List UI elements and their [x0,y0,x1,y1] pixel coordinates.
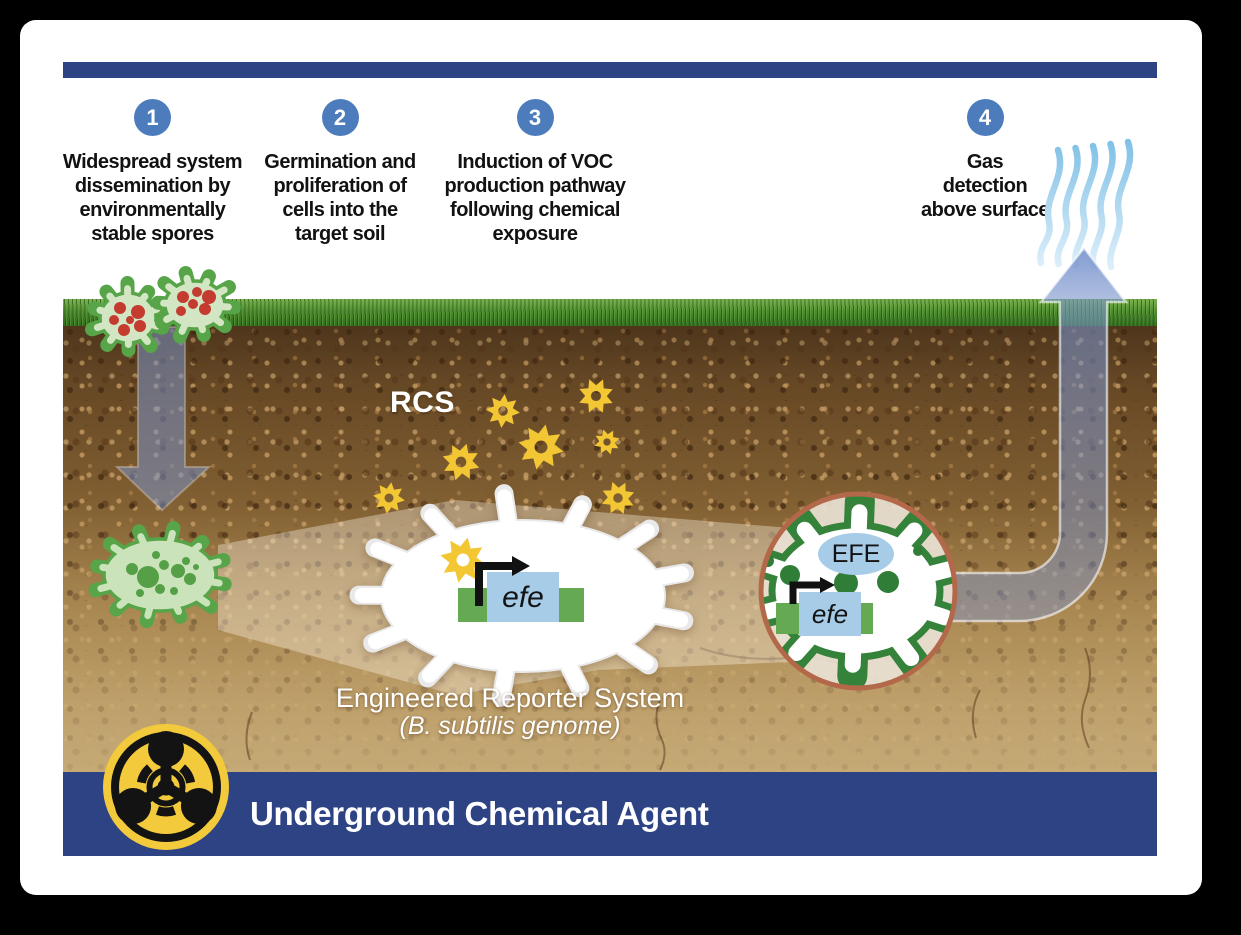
step-1: 1 Widespread system dissemination by env… [60,99,245,246]
step-4: 4 Gas detection above surface [895,99,1075,222]
step-3-label: Induction of VOC production pathway foll… [444,151,627,245]
chemical-hazard-icon [103,724,229,850]
step-4-label: Gas detection above surface [920,151,1050,221]
step-2-label: Germination and proliferation of cells i… [264,151,416,245]
step-1-badge: 1 [134,99,171,136]
step-2-badge: 2 [321,99,359,136]
top-divider-bar [63,62,1157,78]
step-2: 2 Germination and proliferation of cells… [247,99,433,246]
reporter-system-caption: Engineered Reporter System [335,683,685,713]
bottom-bar-title: Underground Chemical Agent [250,795,709,832]
efe-gene-label: efe [502,581,544,614]
step-3-badge: 3 [516,99,554,136]
genome-caption: (B. subtilis genome) [399,712,621,740]
efe-enzyme-label: EFE [831,540,881,568]
efe-gene-label-magnified: efe [811,599,849,629]
bottom-bar: Underground Chemical Agent [63,772,1157,856]
grass-surface [63,299,1157,326]
step-3: 3 Induction of VOC production pathway fo… [428,99,642,246]
step-1-label: Widespread system dissemination by envir… [62,151,243,245]
step-4-badge: 4 [966,99,1004,136]
rcs-label: RCS [390,386,455,419]
